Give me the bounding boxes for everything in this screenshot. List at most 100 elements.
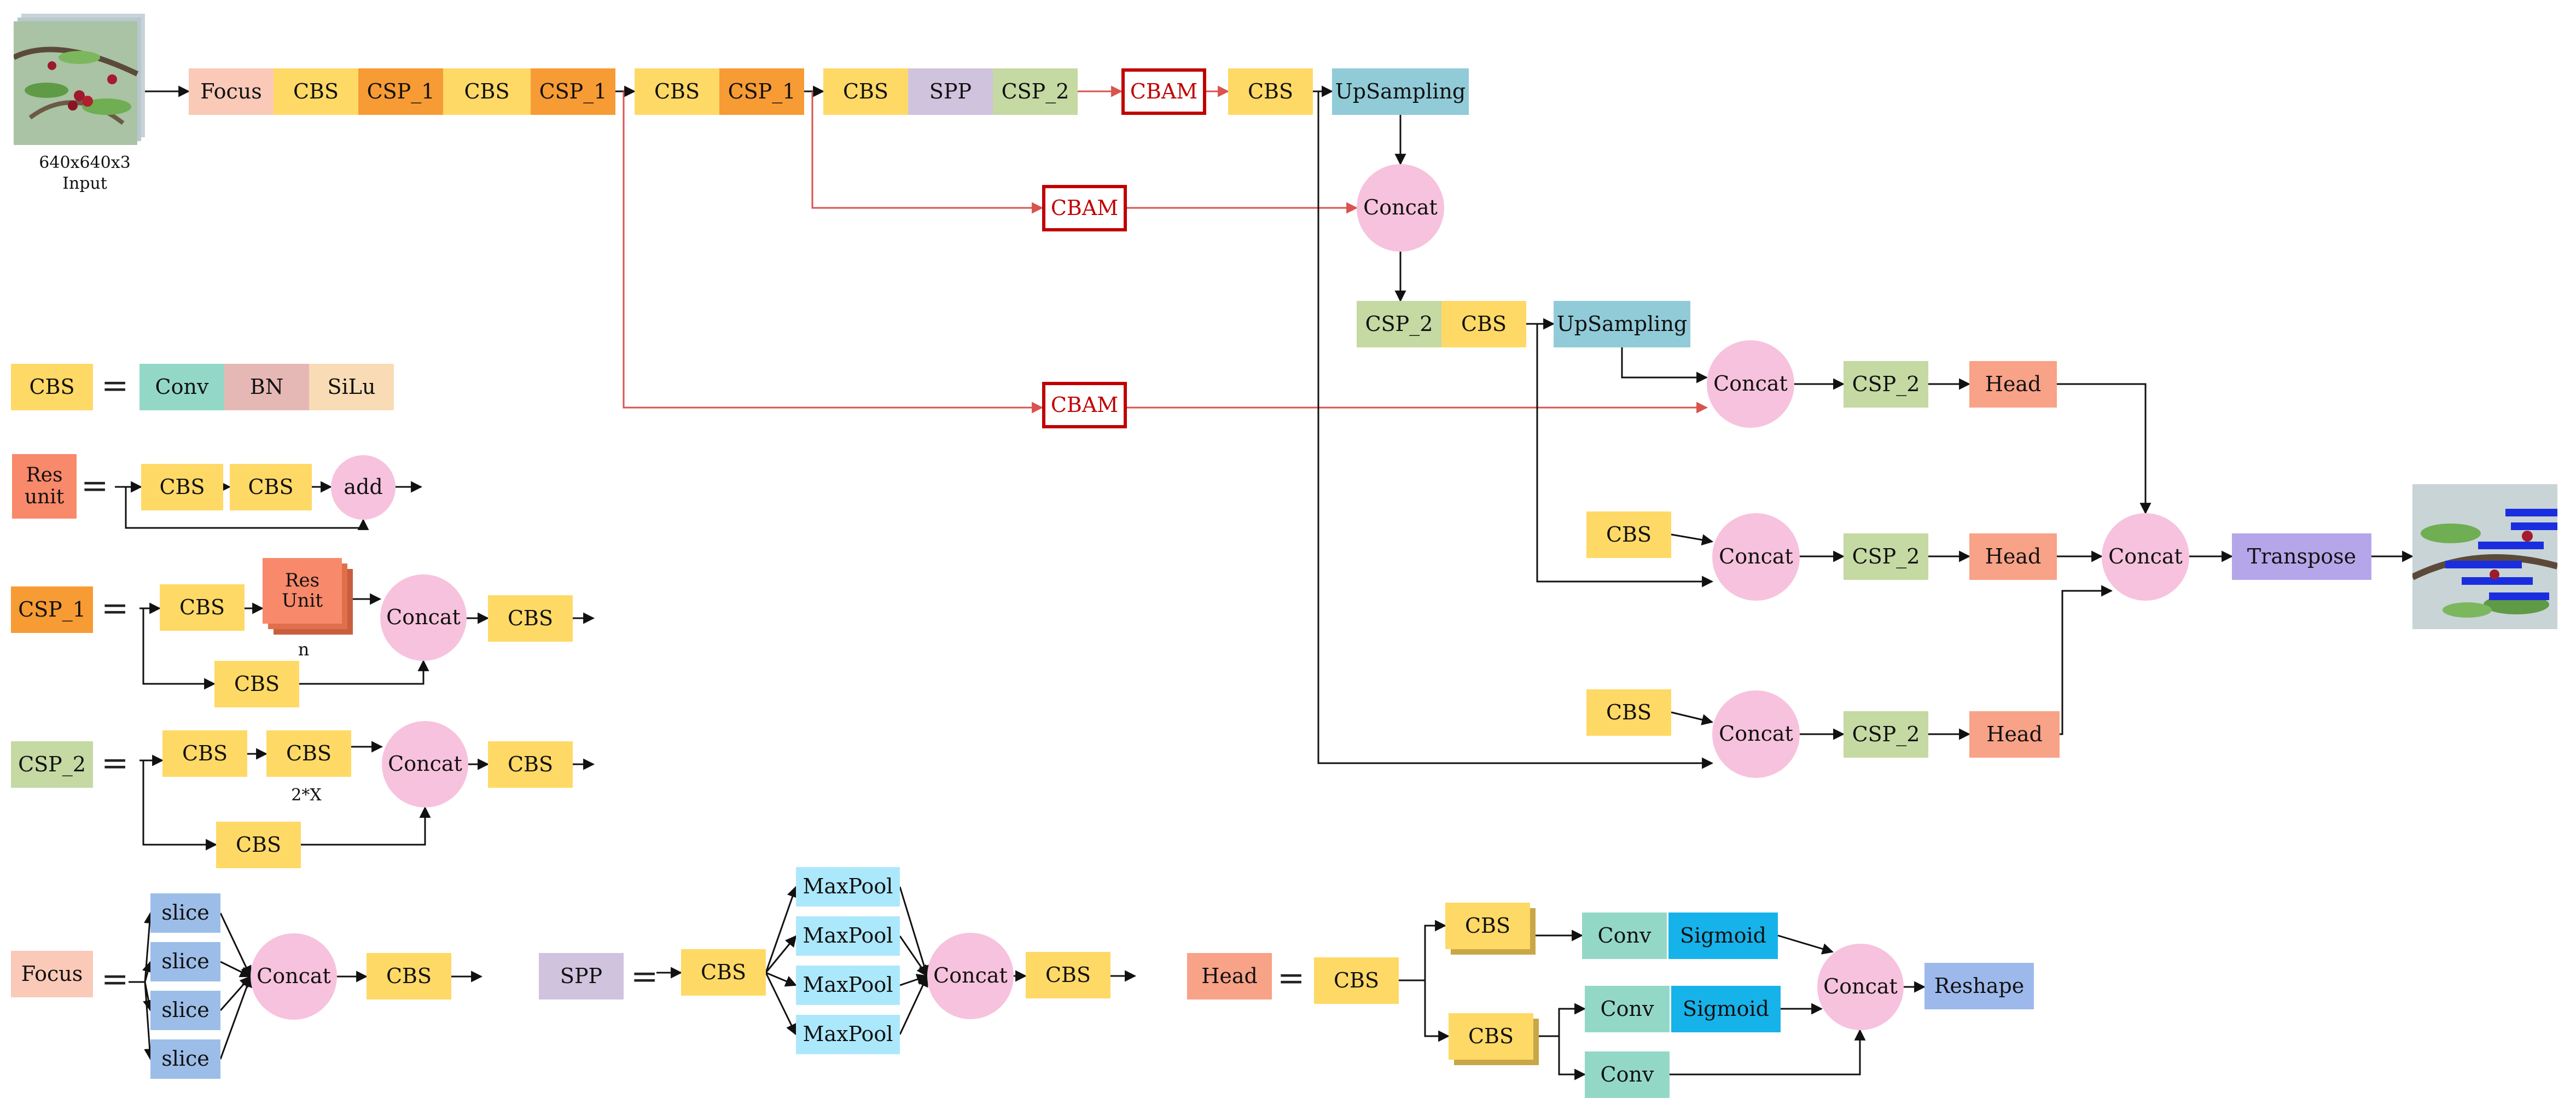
connector-77 <box>1670 1028 1866 1076</box>
legend-cbs-equals: = <box>101 367 129 405</box>
legend-res-name: Res unit <box>12 454 77 519</box>
input-size-label: 640x640x3 <box>39 153 131 172</box>
upsampling-block-2: UpSampling <box>1554 301 1690 347</box>
legend-head-concat: Concat <box>1817 944 1904 1030</box>
csp1-block-1: CSP_1 <box>358 68 443 115</box>
cbs-block-2: CBS <box>443 68 531 115</box>
connector-75 <box>1558 1036 1586 1080</box>
connector-19 <box>1671 533 1714 546</box>
cbs-block-5: CBS <box>1228 68 1313 115</box>
legend-spp-maxpool-1: MaxPool <box>796 867 900 906</box>
legend-focus-slice-3: slice <box>150 991 220 1030</box>
connector-63 <box>765 972 797 1036</box>
connector-53 <box>219 913 252 978</box>
connector-10 <box>623 91 1044 414</box>
legend-spp-cbs-1: CBS <box>681 949 766 996</box>
legend-spp-maxpool-2: MaxPool <box>796 916 900 956</box>
connector-67 <box>899 975 928 1035</box>
connector-14 <box>1621 347 1708 383</box>
cbam-block-1: CBAM <box>1121 68 1206 115</box>
connector-54 <box>220 961 252 978</box>
concat-node-3: Concat <box>1712 513 1800 601</box>
spp-block: SPP <box>908 68 993 115</box>
cbs-block-7: CBS <box>1586 512 1671 558</box>
legend-head-name: Head <box>1187 953 1272 999</box>
connector-74 <box>1533 1003 1586 1037</box>
csp1-block-3: CSP_1 <box>719 68 804 115</box>
concat-node-2: Concat <box>1707 340 1794 428</box>
connector-17 <box>2057 383 2151 515</box>
connector-52 <box>144 981 156 1061</box>
legend-head-sigmoid-1: Sigmoid <box>1668 913 1778 959</box>
connector-70 <box>1399 920 1447 981</box>
head-block-2: Head <box>1969 533 2057 580</box>
connector-34 <box>125 487 369 530</box>
connector-8 <box>811 91 1044 214</box>
head-block-1: Head <box>1969 361 2057 408</box>
legend-spp-cbs-2: CBS <box>1026 952 1110 998</box>
connector-24 <box>1671 711 1714 725</box>
legend-head-cbs-main: CBS <box>1314 957 1399 1004</box>
legend-focus-concat: Concat <box>251 933 337 1020</box>
legend-csp2-cbs-4: CBS <box>216 822 301 868</box>
legend-csp1-equals: = <box>101 589 129 627</box>
input-label: Input <box>62 173 107 193</box>
legend-csp2-equals: = <box>101 744 129 782</box>
legend-csp1-concat: Concat <box>380 574 467 661</box>
legend-head-cbs-upper: CBS <box>1445 903 1530 949</box>
legend-spp-equals: = <box>631 957 659 996</box>
legend-focus-cbs: CBS <box>367 953 451 999</box>
legend-csp2-concat: Concat <box>382 721 468 807</box>
csp2-block-3: CSP_2 <box>1844 361 1928 408</box>
legend-spp-maxpool-4: MaxPool <box>796 1015 900 1054</box>
csp2-block-5: CSP_2 <box>1844 711 1928 758</box>
legend-focus-slice-4: slice <box>150 1039 220 1079</box>
cbs-block-3: CBS <box>635 68 719 115</box>
input-image-stack <box>14 14 145 145</box>
legend-head-sigmoid-2: Sigmoid <box>1671 986 1781 1032</box>
cbs-block-4: CBS <box>823 68 908 115</box>
legend-res-add: add <box>331 455 396 520</box>
csp1-block-2: CSP_1 <box>531 68 615 115</box>
cbs-block-8: CBS <box>1586 689 1671 736</box>
legend-csp1-cbs-1: CBS <box>160 584 245 631</box>
connector-27 <box>2060 585 2113 735</box>
legend-csp2-cbs-1: CBS <box>162 730 247 777</box>
legend-focus-name: Focus <box>11 951 93 997</box>
legend-head-reshape: Reshape <box>1924 963 2034 1009</box>
concat-node-output: Concat <box>2102 513 2189 601</box>
legend-spp-maxpool-3: MaxPool <box>796 966 900 1005</box>
legend-res-cbs-2: CBS <box>230 464 312 510</box>
legend-spp-name: SPP <box>539 953 624 999</box>
csp2-block-2: CSP_2 <box>1357 301 1441 347</box>
legend-csp1-n: n <box>298 639 310 660</box>
connector-56 <box>219 975 253 1060</box>
connector-23 <box>1317 91 1714 769</box>
connector-62 <box>765 972 797 987</box>
csp2-block-4: CSP_2 <box>1844 533 1928 580</box>
output-image <box>2412 484 2557 629</box>
legend-head-cbs-lower: CBS <box>1449 1013 1533 1060</box>
cbs-block-6: CBS <box>1441 301 1526 347</box>
legend-bn: BN <box>224 364 309 410</box>
legend-head-conv-1: Conv <box>1582 913 1667 959</box>
legend-csp2-cbs-2: CBS <box>266 730 351 777</box>
legend-res-cbs-1: CBS <box>141 464 223 510</box>
connector-64 <box>899 886 930 978</box>
legend-silu: SiLu <box>309 364 394 410</box>
connector-18 <box>1536 324 1714 588</box>
legend-csp1-res-unit: Res Unit <box>263 558 342 624</box>
legend-csp1-cbs-2: CBS <box>488 595 573 642</box>
connector-41 <box>299 659 429 685</box>
connector-40 <box>142 608 216 690</box>
cbam-block-2: CBAM <box>1042 185 1127 231</box>
connector-60 <box>765 886 798 973</box>
connector-47 <box>142 760 218 851</box>
head-block-3: Head <box>1969 711 2060 758</box>
legend-head-conv-2: Conv <box>1585 986 1670 1032</box>
legend-csp2-name: CSP_2 <box>11 741 93 788</box>
legend-spp-concat: Concat <box>927 933 1014 1019</box>
concat-node-1: Concat <box>1357 164 1444 252</box>
connector-48 <box>301 806 431 846</box>
